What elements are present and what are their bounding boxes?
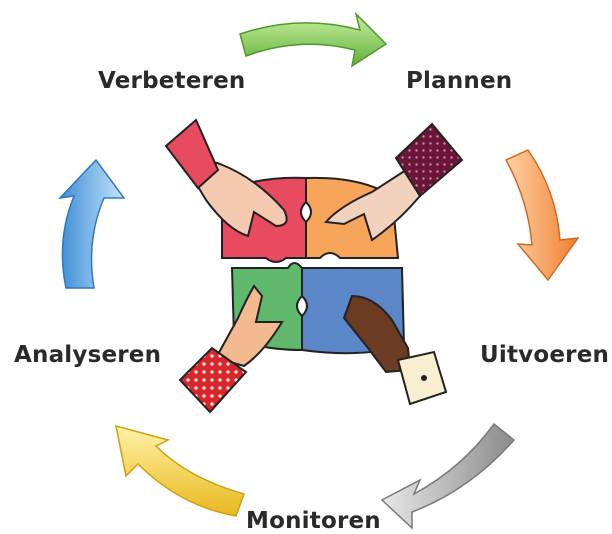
sleeve-top-left — [164, 118, 220, 190]
arrow-monitoren — [380, 422, 516, 530]
hand-top-right — [323, 168, 422, 242]
arrow-analyseren — [115, 424, 245, 517]
step-label-plannen: Plannen — [406, 68, 513, 94]
step-label-verbeteren: Verbeteren — [98, 68, 246, 94]
arrow-verbeteren — [57, 158, 126, 289]
hand-bottom-right — [342, 294, 412, 374]
step-label-uitvoeren: Uitvoeren — [480, 342, 610, 368]
sleeve-bottom-left — [178, 346, 248, 414]
step-label-analyseren: Analyseren — [14, 342, 162, 368]
sleeve-top-right — [394, 122, 464, 198]
hand-bottom-left — [214, 284, 284, 368]
arrow-plannen — [239, 11, 388, 68]
step-label-monitoren: Monitoren — [246, 508, 381, 534]
arrow-uitvoeren — [504, 149, 580, 282]
puzzle-illustration — [164, 118, 464, 414]
